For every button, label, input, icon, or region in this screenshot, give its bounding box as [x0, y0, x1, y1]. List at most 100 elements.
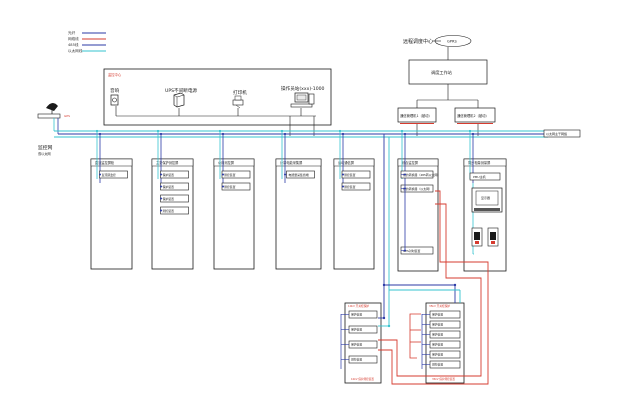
backbone-endpoint-label: 以太网主干网络	[546, 131, 567, 136]
device-module-label: 保护装置	[432, 323, 443, 327]
link-dot	[222, 173, 224, 176]
device-module-label: 规约转换器（以太网）	[403, 186, 432, 191]
comm-switch-2-label: 通信管理机2（被动）	[457, 113, 489, 118]
device-module-label: 测控装置	[344, 172, 356, 177]
gprs-label: GPRS	[447, 40, 457, 44]
cabinet-header	[333, 158, 375, 167]
bus-tap	[283, 132, 287, 136]
cabinet-header	[151, 158, 194, 167]
device-module-label: 保护装置	[432, 343, 443, 347]
gps-receiver	[37, 113, 61, 119]
cabinet-title: 主变保护测控屏	[156, 160, 179, 165]
gps-tag: GPS	[64, 114, 70, 118]
field-cabling	[378, 134, 489, 385]
cabinet-header	[275, 158, 322, 167]
device-module-label: 规约转换器（485转以太网）	[403, 172, 440, 177]
link-dot	[342, 173, 344, 176]
bus-tap	[156, 129, 160, 133]
speaker-label: 音响	[110, 87, 120, 94]
bottom-cabinet-title: 10kV 开关柜保护	[348, 304, 369, 308]
device-module-label: 电能量采集终端	[289, 172, 309, 177]
device-module-label: 保护装置	[432, 353, 443, 357]
satellite-dish-icon	[46, 102, 58, 111]
cabinet-title: 计量电能采集屏	[280, 160, 303, 165]
dispatch-server-label: 调度工作站	[431, 69, 452, 76]
cabinet-header	[463, 158, 507, 167]
station-panel: 监控中心 音响 UPS不间断电源 打印机 操作员站(xxx)-1000	[103, 68, 332, 136]
device-module-label: 测控装置	[163, 208, 175, 213]
cabinet-title: 综合监控屏	[402, 160, 419, 165]
link-dot	[99, 173, 101, 176]
station-panel-frame	[103, 68, 332, 126]
backbone-endpoint	[543, 129, 581, 138]
bus-tap	[159, 132, 163, 136]
pmu-monitor-label: 显示器	[481, 196, 490, 200]
bottom-cabinet-footer: 35kV 保护测控装置	[432, 377, 455, 381]
bottom-cabinet-footer: 10kV 保护测控装置	[351, 377, 374, 381]
speaker-icon	[110, 94, 119, 106]
remote-dispatch: 远程调度中心 GPRS 调度工作站 通信管理机1（被动） 通信管理机2（被动）	[397, 35, 496, 136]
cabinet-header	[213, 158, 255, 167]
pmu-monitor-screen	[475, 190, 499, 206]
printer-label: 打印机	[233, 89, 247, 96]
bus-tap	[341, 132, 345, 136]
link-dot	[160, 197, 162, 200]
device-module-label: 保护装置	[351, 328, 362, 332]
remote-network-label: 远程调度中心	[403, 38, 433, 45]
cabinet-title: 公用测控屏	[218, 160, 235, 165]
bus-tap	[471, 132, 475, 136]
bus-label: 监控网	[38, 144, 53, 151]
ups-label: UPS不间断电源	[165, 87, 197, 94]
bus-tap	[95, 129, 99, 133]
gprs-cloud	[434, 35, 472, 47]
ethernet-backbone: 以太网主干网络	[54, 129, 581, 138]
link-dot	[284, 173, 286, 176]
workstation-icon	[290, 92, 315, 108]
device-module-label: 测控装置	[432, 363, 443, 367]
legend-label-1: 光纤	[68, 30, 76, 35]
device-module-label: 测控装置	[344, 184, 356, 189]
device-module-label: 保护装置	[163, 172, 175, 177]
legend: 光纤 网络线 485线 以太网线	[68, 30, 106, 53]
bus-tap	[98, 132, 102, 136]
device-module-label: 测控装置	[224, 184, 236, 189]
bus-tap	[468, 129, 472, 133]
link-dot	[160, 185, 162, 188]
workstation-label: 操作员站(xxx)-1000	[281, 85, 325, 92]
comm-switch-2	[454, 107, 496, 123]
device-module-label: GPS对时装置	[403, 248, 420, 253]
dispatch-server	[408, 59, 488, 85]
device-module	[469, 172, 501, 181]
bus-tap	[400, 129, 404, 133]
bus-tap	[280, 129, 284, 133]
cabinet-title: 远动通信屏	[338, 160, 355, 165]
device-module-label: 测控装置	[351, 358, 362, 362]
sync-cabinet-details: 显示器	[471, 187, 503, 247]
cabinet-header	[90, 158, 133, 167]
link-dot	[160, 173, 162, 176]
bottom-cabinet-title: 35kV 开关柜保护	[429, 304, 450, 308]
device-module-label: 测控装置	[224, 172, 236, 177]
legend-label-4: 以太网线	[68, 48, 83, 53]
link-dot	[404, 173, 406, 176]
bus-tap	[221, 132, 225, 136]
cabinet-header	[397, 158, 439, 167]
device-module-label: PMU主机	[473, 174, 486, 179]
comm-switch-1-label: 通信管理机1（被动）	[400, 113, 432, 118]
legend-label-3: 485线	[68, 42, 79, 47]
bus-tap	[338, 129, 342, 133]
pmu-unit-right	[487, 227, 499, 247]
device-module-label: 保护装置	[163, 184, 175, 189]
pmu-unit-left	[471, 227, 483, 247]
comm-switch-1	[397, 107, 437, 123]
